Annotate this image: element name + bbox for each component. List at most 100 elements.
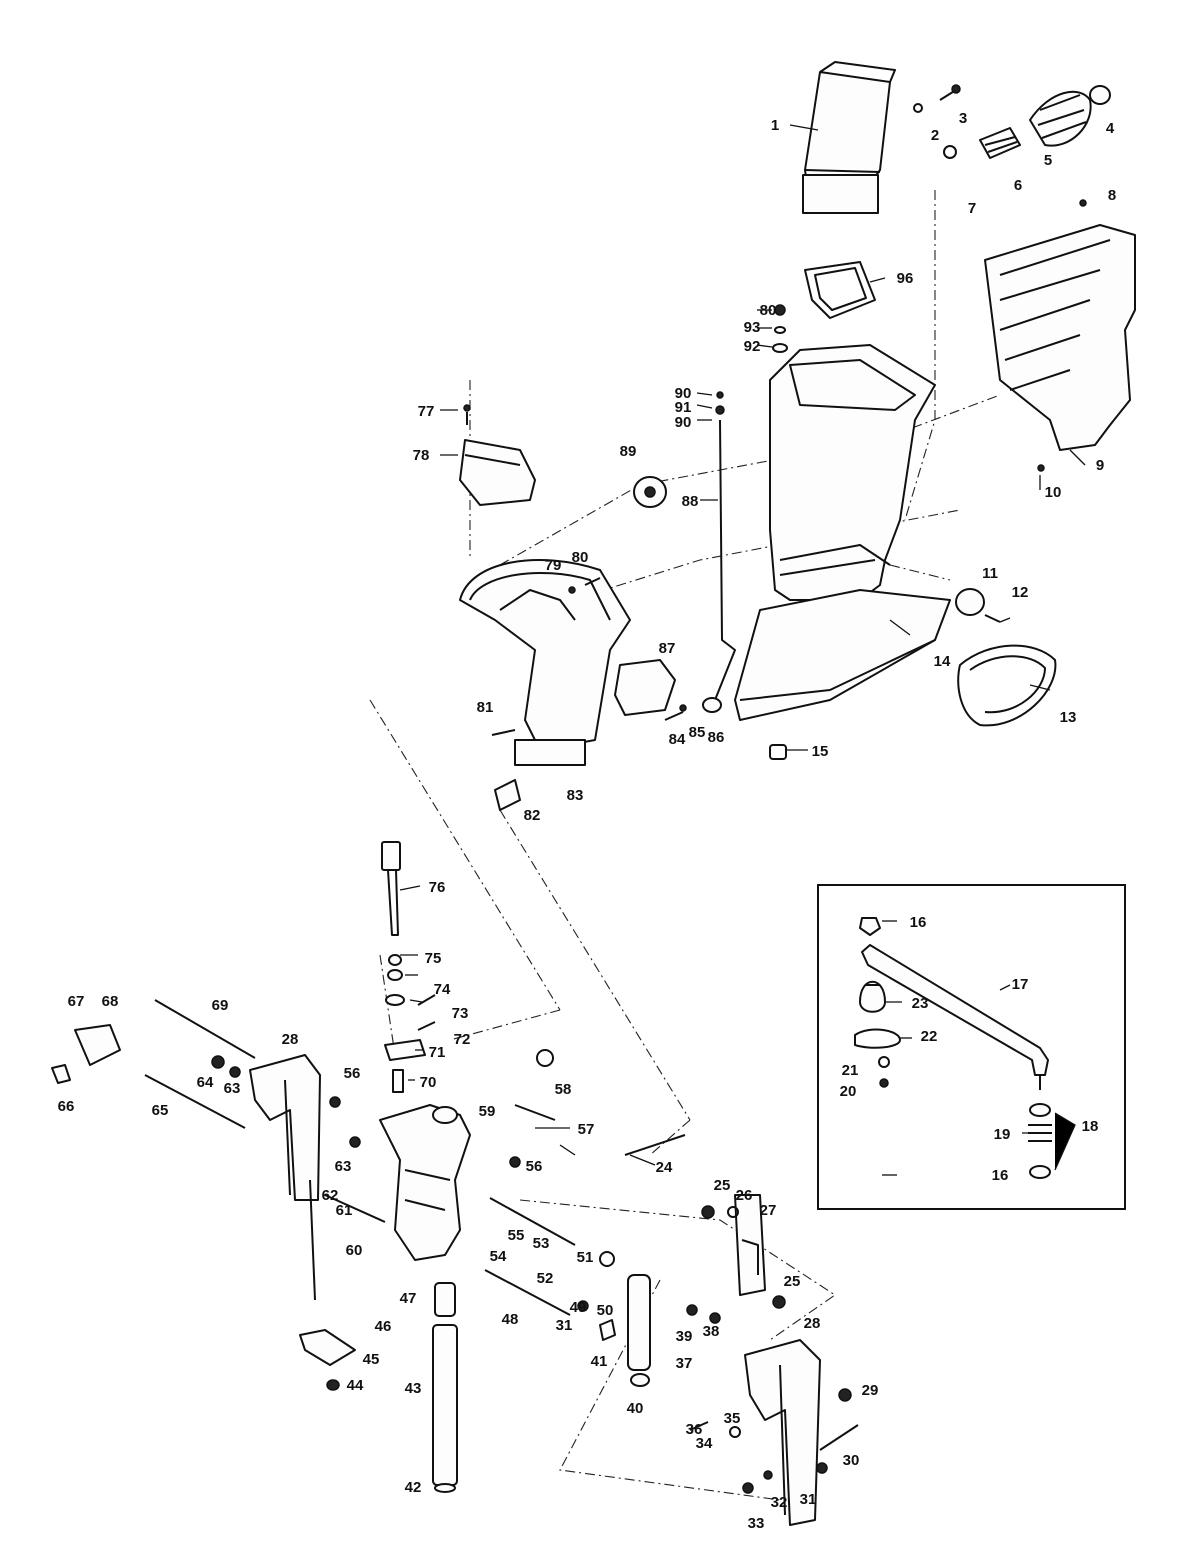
callout-28b: 28 — [804, 1315, 821, 1332]
callout-74: 74 — [434, 981, 451, 998]
callout-57: 57 — [578, 1121, 595, 1138]
callout-70: 70 — [420, 1074, 437, 1091]
part-shock-40 — [627, 1274, 651, 1387]
callout-54: 54 — [490, 1248, 507, 1265]
callout-83: 83 — [567, 787, 584, 804]
callout-22: 22 — [921, 1028, 938, 1045]
callout-47: 47 — [400, 1290, 417, 1307]
callout-33: 33 — [748, 1515, 765, 1532]
part-screw-washer-top — [913, 84, 961, 113]
callout-84: 84 — [669, 731, 686, 748]
callout-11: 11 — [982, 565, 998, 582]
callout-23: 23 — [912, 995, 929, 1012]
callout-1: 1 — [771, 117, 779, 134]
callout-25b: 25 — [784, 1273, 801, 1290]
callout-18: 18 — [1082, 1118, 1099, 1135]
callout-14: 14 — [934, 653, 951, 670]
part-bottom-cowl-9 — [984, 224, 1136, 472]
callout-26: 26 — [736, 1187, 753, 1204]
callout-66: 66 — [58, 1098, 75, 1115]
callout-89: 89 — [620, 443, 637, 460]
part-misc-screws-upper — [491, 304, 788, 736]
part-mount-89 — [633, 476, 667, 508]
callout-15: 15 — [812, 743, 829, 760]
callout-5: 5 — [1044, 152, 1052, 169]
callout-31a: 31 — [556, 1317, 573, 1334]
callout-69: 69 — [212, 997, 229, 1014]
callout-78: 78 — [413, 447, 430, 464]
callout-86: 86 — [708, 729, 725, 746]
part-gasket-96 — [804, 261, 876, 319]
part-clamp-bracket-right-28 — [744, 1339, 821, 1526]
callout-71: 71 — [429, 1044, 446, 1061]
callout-96: 96 — [897, 270, 914, 287]
part-shift-rod-88 — [702, 391, 736, 713]
callout-63a: 63 — [224, 1080, 241, 1097]
callout-46: 46 — [375, 1318, 392, 1335]
callout-24: 24 — [656, 1159, 673, 1176]
leader-lines — [399, 124, 1086, 1176]
callout-36: 36 — [686, 1421, 703, 1438]
callout-17: 17 — [1012, 976, 1029, 993]
callout-53: 53 — [533, 1235, 550, 1252]
callout-56b: 56 — [526, 1158, 543, 1175]
callout-21: 21 — [842, 1062, 859, 1079]
part-grommet-seal — [943, 85, 1111, 207]
callout-75: 75 — [425, 950, 442, 967]
part-rods-lower — [144, 999, 686, 1316]
part-exhaust-tube — [802, 61, 896, 214]
callout-29: 29 — [862, 1382, 879, 1399]
callout-92: 92 — [744, 338, 761, 355]
callout-79: 79 — [545, 557, 562, 574]
callout-48: 48 — [502, 1311, 519, 1328]
callout-60: 60 — [346, 1242, 363, 1259]
callout-42: 42 — [405, 1479, 422, 1496]
callout-72: 72 — [454, 1031, 471, 1048]
callout-41: 41 — [591, 1353, 608, 1370]
callout-81: 81 — [477, 699, 494, 716]
callout-2: 2 — [931, 127, 939, 144]
callout-35: 35 — [724, 1410, 741, 1427]
callout-93: 93 — [744, 319, 761, 336]
callout-76: 76 — [429, 879, 446, 896]
part-driveshaft-housing — [734, 344, 951, 760]
callout-37: 37 — [676, 1355, 693, 1372]
callout-9: 9 — [1096, 457, 1104, 474]
part-swivel-bracket-59 — [379, 1104, 471, 1261]
callout-12: 12 — [1012, 584, 1029, 601]
callout-65: 65 — [152, 1102, 169, 1119]
callout-56a: 56 — [344, 1065, 361, 1082]
part-mount-11 — [955, 588, 1001, 623]
inset-steering-link-detail — [817, 884, 1126, 1210]
callout-34: 34 — [696, 1435, 713, 1452]
callout-31b: 31 — [800, 1491, 817, 1508]
callout-28a: 28 — [282, 1031, 299, 1048]
callout-82: 82 — [524, 807, 541, 824]
part-seal-13 — [957, 644, 1057, 727]
callout-87: 87 — [659, 640, 676, 657]
callout-30: 30 — [843, 1452, 860, 1469]
callout-91: 91 — [675, 399, 692, 416]
callout-51: 51 — [577, 1249, 594, 1266]
part-tilt-tube-43 — [432, 1282, 458, 1493]
callout-68: 68 — [102, 993, 119, 1010]
callout-61: 61 — [336, 1202, 353, 1219]
callout-39: 39 — [676, 1328, 693, 1345]
callout-49: 49 — [570, 1299, 587, 1316]
part-trim-clip-27 — [734, 1194, 766, 1296]
callout-40: 40 — [627, 1400, 644, 1417]
callout-13: 13 — [1060, 709, 1077, 726]
part-mount-87 — [614, 659, 687, 721]
callout-4: 4 — [1106, 120, 1115, 137]
callout-62: 62 — [322, 1187, 339, 1204]
callout-8: 8 — [1108, 187, 1116, 204]
callout-63b: 63 — [335, 1158, 352, 1175]
callout-58: 58 — [555, 1081, 572, 1098]
part-swivel-pin-76 — [381, 841, 436, 1093]
callout-45: 45 — [363, 1351, 380, 1368]
callout-80a: 80 — [760, 302, 777, 319]
callout-90b: 90 — [675, 414, 692, 431]
callout-labels: 1234567891011121314151616171819202122232… — [58, 110, 1117, 1532]
callout-88: 88 — [682, 493, 699, 510]
